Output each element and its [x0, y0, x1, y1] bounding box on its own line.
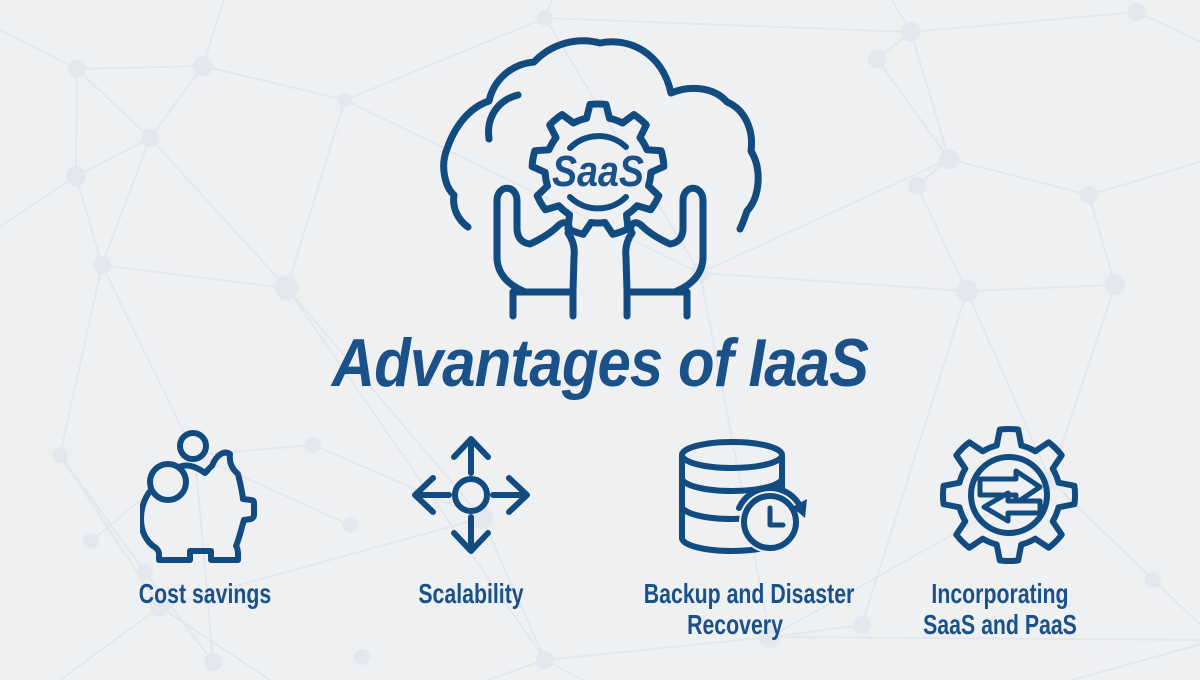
- transfer-arrow-right: [977, 468, 1043, 506]
- gear-transfer-icon: [939, 425, 1079, 565]
- transfer-arrow-left: [981, 490, 1043, 524]
- page-title: Advantages of IaaS: [331, 325, 869, 401]
- scalability-arrows-icon: [412, 436, 530, 554]
- feature-label: Scalability: [418, 578, 524, 609]
- feature-scalability: Scalability: [351, 425, 591, 655]
- feature-label: Incorporating SaaS and PaaS: [923, 578, 1077, 640]
- database-restore-icon: [679, 439, 807, 554]
- feature-label: Cost savings: [138, 578, 272, 609]
- hands-holding-cloud-gear-icon: SaaS: [440, 37, 762, 320]
- piggy-bank-icon: [140, 430, 257, 563]
- restore-clock-icon: [736, 485, 807, 553]
- cloud-icon: [440, 37, 762, 233]
- large-coin: [147, 461, 189, 503]
- clock-hands: [767, 505, 786, 528]
- feature-cost-savings: Cost savings: [85, 425, 325, 655]
- saas-gear-icon: SaaS: [528, 100, 668, 238]
- feature-label: Backup and Disaster Recovery: [643, 578, 855, 640]
- feature-backup-disaster-recovery: Backup and Disaster Recovery: [615, 425, 855, 655]
- left-hand-icon: [493, 184, 578, 320]
- pig-body: [140, 449, 257, 563]
- small-coin: [177, 430, 209, 462]
- feature-incorporating-saas-paas: Incorporating SaaS and PaaS: [880, 425, 1120, 655]
- restore-arrowhead: [792, 499, 807, 518]
- saas-gear-label: SaaS: [552, 147, 644, 196]
